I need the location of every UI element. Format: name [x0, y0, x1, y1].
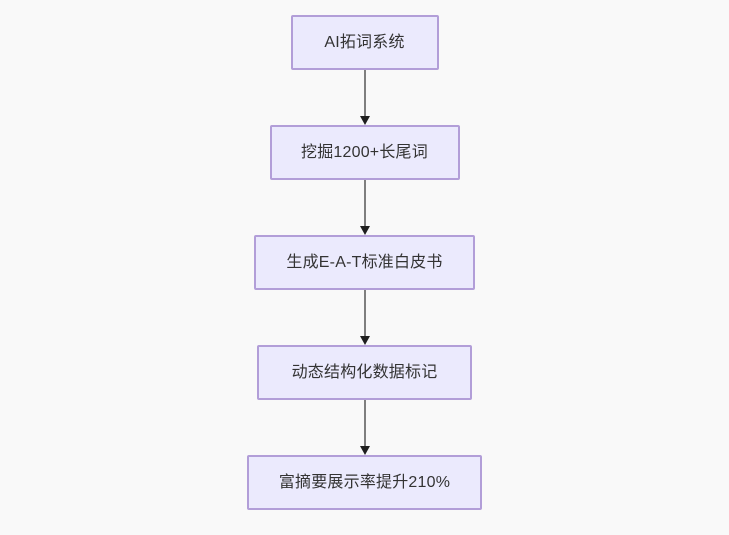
flow-node-label: 富摘要展示率提升210%	[278, 473, 451, 491]
flow-node-mine-longtail-keywords[interactable]: 挖掘1200+长尾词	[269, 125, 460, 180]
connector-line	[363, 70, 366, 117]
connector-line	[363, 180, 366, 227]
arrow-down-icon	[359, 116, 370, 125]
flow-node-ai-keyword-system[interactable]: AI拓词系统	[290, 15, 439, 70]
flow-node-label: 动态结构化数据标记	[291, 363, 438, 381]
flow-node-label: 生成E-A-T标准白皮书	[286, 253, 443, 271]
flow-node-generate-eat-whitepaper[interactable]: 生成E-A-T标准白皮书	[254, 235, 475, 290]
flow-connector-2-to-3	[355, 180, 375, 235]
flow-node-rich-snippet-rate-increase[interactable]: 富摘要展示率提升210%	[247, 455, 482, 510]
flow-node-dynamic-structured-data-markup[interactable]: 动态结构化数据标记	[257, 345, 472, 400]
flow-connector-3-to-4	[355, 290, 375, 345]
flow-node-label: AI拓词系统	[324, 33, 405, 51]
arrow-down-icon	[359, 446, 370, 455]
flow-connector-1-to-2	[355, 70, 375, 125]
arrow-down-icon	[359, 226, 370, 235]
connector-line	[363, 400, 366, 447]
top-spacer	[364, 0, 365, 15]
arrow-down-icon	[359, 336, 370, 345]
flow-connector-4-to-5	[355, 400, 375, 455]
connector-line	[363, 290, 366, 337]
flow-node-label: 挖掘1200+长尾词	[301, 143, 428, 161]
